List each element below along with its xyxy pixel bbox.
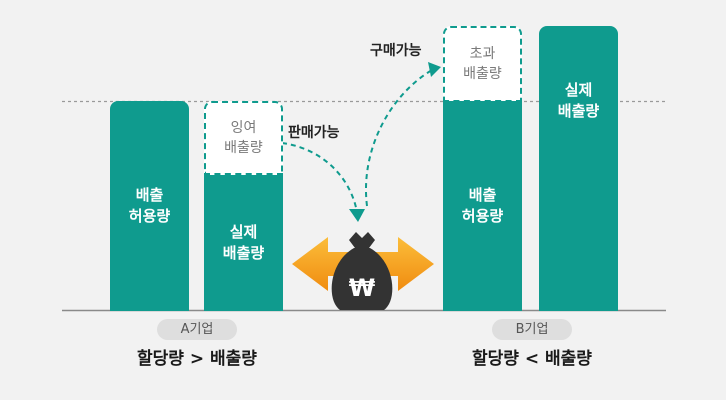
- company-b-actual-label: 실제 배출량: [557, 80, 600, 120]
- company-a-relation: 할당량 > 배출량: [137, 349, 257, 369]
- company-a-allowance-bar: 배출 허용량: [110, 101, 189, 311]
- sell-arrow: [281, 142, 358, 213]
- company-b-actual-bar: 실제 배출량: [539, 26, 618, 311]
- company-b-name: B기업: [492, 319, 572, 340]
- company-a-allowance-label: 배출 허용량: [128, 186, 171, 225]
- buy-label: 구매가능: [370, 43, 422, 59]
- company-a-surplus-label: 잉여 배출량: [224, 120, 263, 156]
- company-b-relation: 할당량 < 배출량: [472, 349, 592, 369]
- company-a-actual-label: 실제 배출량: [222, 223, 265, 262]
- money-bag-icon: [331, 232, 393, 310]
- company-b-allowance-bar: 배출 허용량: [443, 101, 522, 311]
- company-b-excess-box: 초과 배출량: [443, 26, 522, 102]
- sell-label: 판매가능: [288, 125, 340, 141]
- company-b-excess-label: 초과 배출량: [463, 46, 502, 82]
- company-b-allowance-label: 배출 허용량: [461, 186, 504, 225]
- company-a-surplus-box: 잉여 배출량: [204, 101, 283, 175]
- won-symbol: ₩: [348, 274, 376, 302]
- company-a-name: A기업: [157, 319, 237, 340]
- buy-arrow: [365, 69, 433, 207]
- sell-arrowhead: [349, 209, 365, 222]
- company-a-actual-bar: 실제 배출량: [204, 175, 283, 311]
- buy-arrowhead: [428, 62, 441, 77]
